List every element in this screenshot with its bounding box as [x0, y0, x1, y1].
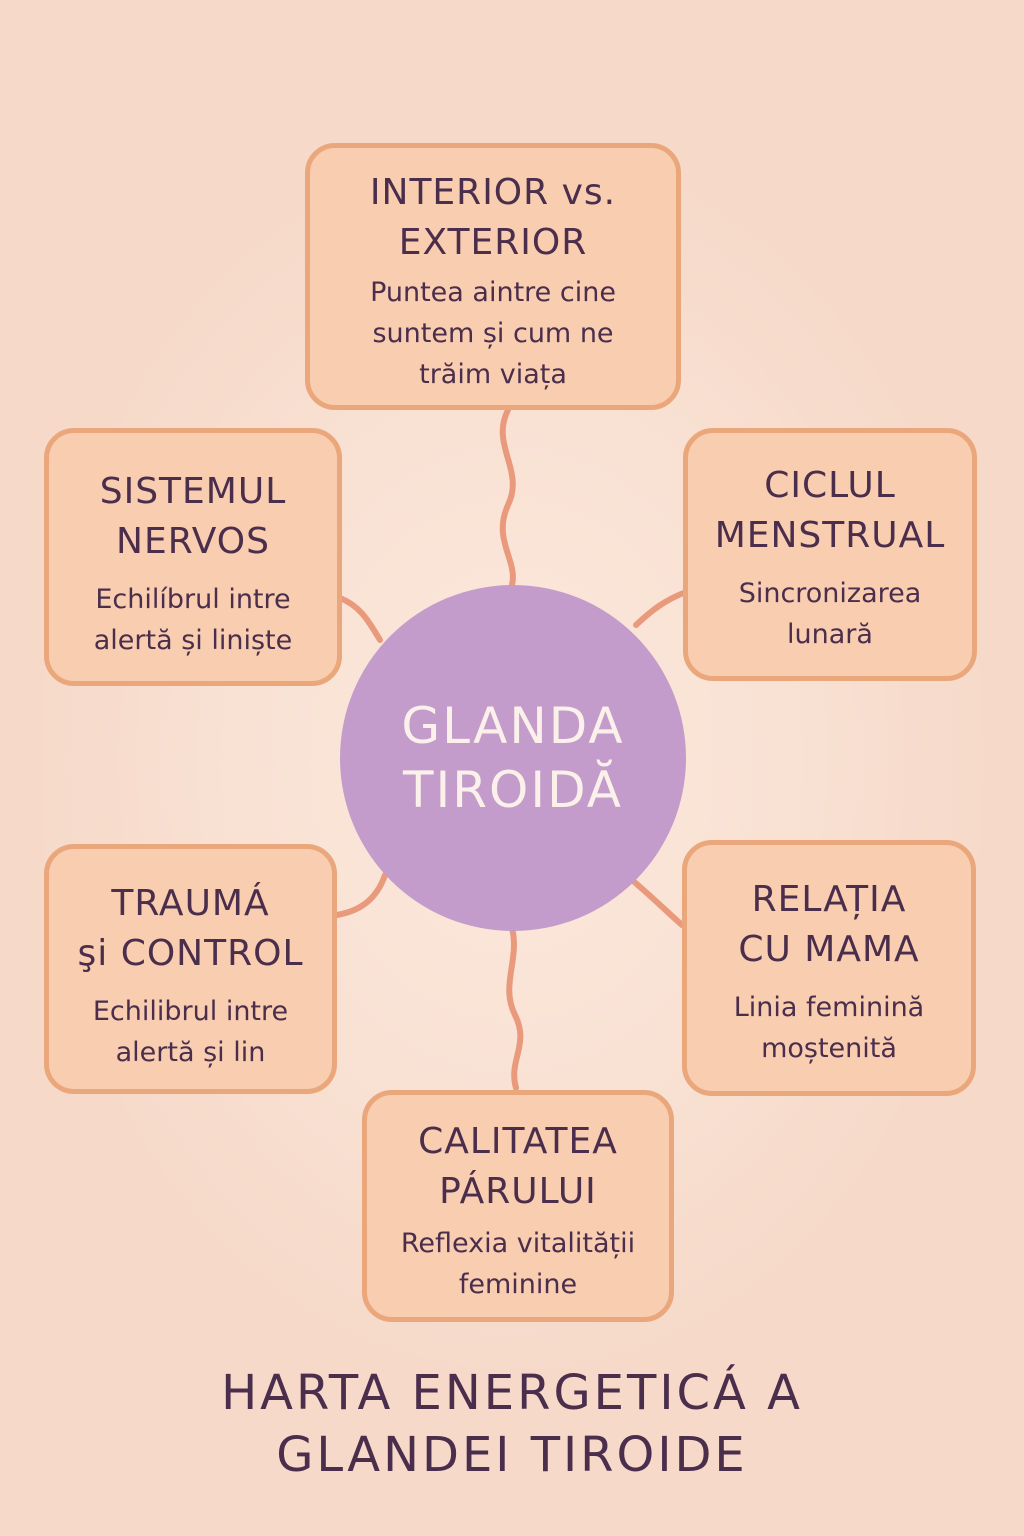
page-title: HARTA ENERGETICÁ A GLANDEI TIROIDE — [221, 1365, 803, 1483]
node-description: Echilíbrul intre alertă și liniște — [93, 584, 293, 656]
node-interior-exterior: INTERIOR vs. EXTERIOR Puntea aintre cine… — [305, 143, 681, 410]
node-trauma-control: TRAUMÁ şi CONTROL Echilibrul intre alert… — [44, 844, 337, 1094]
node-title: TRAUMÁ şi CONTROL — [77, 883, 304, 974]
connector-bottom — [506, 925, 524, 1091]
center-node: GLANDA TIROIDĂ — [340, 585, 686, 931]
node-title: CICLUL MENSTRUAL — [714, 465, 946, 556]
connector-top-left — [337, 595, 383, 643]
center-title: GLANDA TIROIDĂ — [401, 697, 625, 819]
connector-top — [499, 407, 516, 588]
connector-bottom-right — [629, 877, 685, 928]
node-calitatea-parului: CALITATEA PÁRULUI Reflexia vitalității f… — [362, 1090, 674, 1322]
node-description: Linia feminină moștenită — [733, 992, 925, 1064]
node-title: INTERIOR vs. EXTERIOR — [369, 172, 617, 263]
node-sistemul-nervos: SISTEMUL NERVOS Echilíbrul intre alertă … — [44, 428, 342, 686]
node-title: RELAȚIA CU MAMA — [738, 879, 920, 970]
node-description: Sincronizarea lunară — [738, 578, 922, 650]
node-description: Echilibrul intre alertă și lin — [92, 996, 289, 1068]
node-description: Puntea aintre cine suntem și cum ne trăi… — [370, 277, 616, 390]
node-description: Reflexia vitalității feminine — [400, 1228, 636, 1300]
connector-top-right — [633, 589, 689, 628]
node-title: SISTEMUL NERVOS — [99, 471, 287, 562]
connector-bottom-left — [334, 872, 388, 918]
node-ciclul-menstrual: CICLUL MENSTRUAL Sincronizarea lunară — [683, 428, 977, 681]
node-title: CALITATEA PÁRULUI — [418, 1121, 618, 1212]
node-relatia-cu-mama: RELAȚIA CU MAMA Linia feminină moștenită — [682, 840, 976, 1096]
